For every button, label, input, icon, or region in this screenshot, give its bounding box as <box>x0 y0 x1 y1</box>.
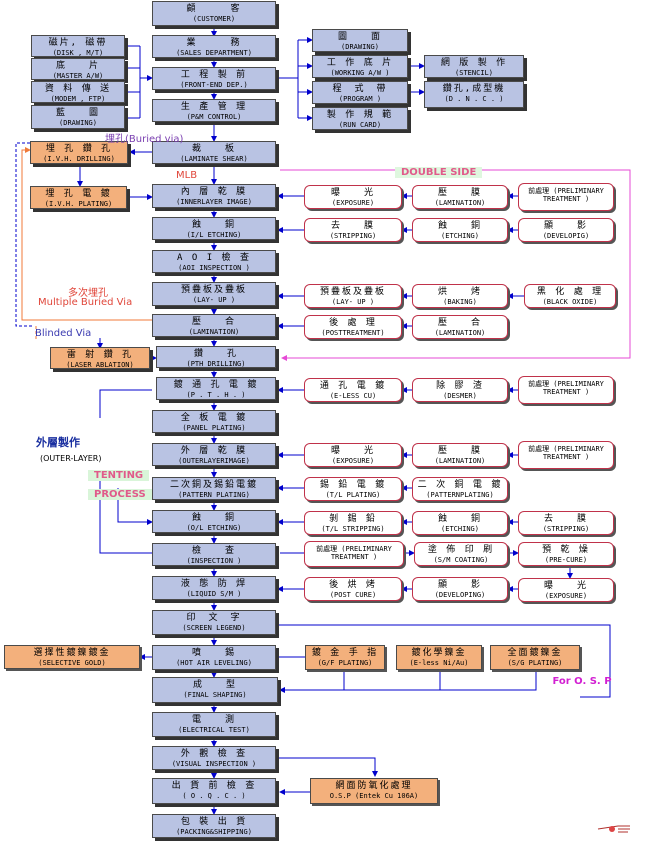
step-il-etching: 蝕 銅(I/L ETCHING) <box>152 217 276 240</box>
step-ol-etching: 蝕 銅(O/L ETCHING) <box>152 510 276 533</box>
output-run-card: 製 作 規 範(RUN CARD) <box>312 107 408 130</box>
step-laminate-shear: 裁 板(LAMINATE SHEAR) <box>152 141 276 164</box>
output-program: 程 式 帶(PROGRAM ) <box>312 81 408 104</box>
step-packing-shipping: 包 裝 出 貨(PACKING&SHIPPING) <box>152 814 276 838</box>
side-lamination-press: 壓 合(LAMINATION) <box>412 315 508 339</box>
step-pattern-plating: 二次銅及錫鉛電鍍(PATTERN PLATING) <box>152 477 276 500</box>
ivh-plating: 埋 孔 電 鍍(I.V.H. PLATING) <box>30 186 127 209</box>
side-ol-lamination: 壓 膜(LAMINATION) <box>412 443 508 467</box>
side-lay-up: 預疊板及疊板(LAY- UP ) <box>304 284 402 308</box>
output-working-aw: 工 作 底 片(WORKING A/W ) <box>312 55 408 78</box>
step-oqc: 出 貨 前 檢 查( O . Q . C . ) <box>152 778 276 804</box>
step-screen-legend: 印 文 字(SCREEN LEGEND) <box>152 610 276 635</box>
tenting-label: TENTING <box>88 470 150 481</box>
side-il-stripping: 去 膜(STRIPPING) <box>304 218 402 242</box>
buried-via-label: 埋孔(Buried via) <box>105 134 184 145</box>
step-outerlayer-image: 外 層 乾 膜(OUTERLAYERIMAGE) <box>152 443 276 466</box>
step-sales: 業 務(SALES DEPARTMENT) <box>152 35 276 58</box>
side-sm-exposure: 曝 光(EXPOSURE) <box>518 578 614 602</box>
step-pm-control: 生 產 管 理(P&M CONTROL) <box>152 99 276 122</box>
sg-plating: 全面鍍鎳金(S/G PLATING) <box>490 645 580 670</box>
step-visual-inspection: 外 觀 檢 查(VISUAL INSPECTION ) <box>152 746 276 770</box>
step-front-end: 工 程 製 前(FRONT-END DEP.) <box>152 67 276 90</box>
step-final-shaping: 成 型(FINAL SHAPING) <box>152 677 278 703</box>
output-stencil: 網 版 製 作(STENCIL) <box>424 55 524 78</box>
step-panel-plating: 全 板 電 鍍(PANEL PLATING) <box>152 410 276 433</box>
step-innerlayer-image: 內 層 乾 膜(INNERLAYER IMAGE) <box>152 184 276 208</box>
side-il-exposure: 曝 光(EXPOSURE) <box>304 185 402 209</box>
input-modem-ftp: 資 料 傳 送(MODEM , FTP) <box>31 81 125 103</box>
input-master-aw: 底 片(MASTER A/W) <box>31 58 125 80</box>
double-side-label: DOUBLE SIDE <box>395 167 483 178</box>
side-tl-plating: 錫 鉛 電 鍍(T/L PLATING) <box>304 477 402 501</box>
side-il-etching: 蝕 銅(ETCHING) <box>412 218 508 242</box>
for-osp-label: For O. S. P <box>552 676 612 687</box>
step-electrical-test: 電 測(ELECTRICAL TEST) <box>152 712 276 737</box>
side-ol-etching: 蝕 銅(ETCHING) <box>412 511 508 535</box>
step-pth: 鍍 通 孔 電 鍍(P . T . H . ) <box>156 377 276 400</box>
multi-buried-en: Multiple Buried Via <box>38 297 133 308</box>
side-posttreatment: 後 處 理(POSTTREATMENT) <box>304 315 402 339</box>
side-post-cure: 後 烘 烤(POST CURE) <box>304 577 402 601</box>
side-baking: 烘 烤(BAKING) <box>412 284 508 308</box>
process-label: PROCESS <box>88 489 152 500</box>
side-black-oxide: 黑 化 處 理(BLACK OXIDE) <box>524 284 616 308</box>
side-desmear: 除 膠 渣(DESMER) <box>412 378 508 402</box>
step-customer: 顧 客(CUSTOMER) <box>152 1 276 26</box>
side-pre-cure: 預 乾 燥(PRE-CURE) <box>518 542 614 566</box>
step-pth-drilling: 鑽 孔(PTH DRILLING) <box>156 346 276 368</box>
step-hot-air-leveling: 噴 錫(HOT AIR LEVELING) <box>152 645 276 670</box>
step-lay-up: 預疊板及疊板(LAY- UP ) <box>152 282 276 306</box>
gf-plating: 鍍 金 手 指(G/F PLATING) <box>305 645 385 670</box>
input-disk-mt: 磁片, 磁帶(DISK , M/T) <box>31 35 125 57</box>
side-sm-coating: 塗 佈 印 刷(S/M COATING) <box>414 542 508 566</box>
side-il-developing: 顯 影(DEVELOPIG) <box>518 218 614 242</box>
laser-ablation: 雷 射 鑽 孔(LASER ABLATION) <box>50 347 150 369</box>
step-lamination: 壓 合(LAMINATION) <box>152 314 276 337</box>
step-aoi-inspection: A O I 檢 查(AOI INSPECTION ) <box>152 250 276 273</box>
eless-ni-au: 鍍化學鎳金(E-less Ni/Au) <box>396 645 482 670</box>
blinded-via-label: Blinded Via <box>35 328 92 339</box>
side-ol-exposure: 曝 光(EXPOSURE) <box>304 443 402 467</box>
outer-layer-en: (OUTER-LAYER) <box>40 454 102 463</box>
ivh-drilling: 埋 孔 鑽 孔(I.V.H. DRILLING) <box>30 141 128 164</box>
input-drawing: 藍 圖(DRAWING) <box>31 105 125 129</box>
side-il-lamination: 壓 膜(LAMINATION) <box>412 185 508 209</box>
outer-layer-zh: 外層製作 <box>36 436 80 449</box>
pointing-hand-icon <box>597 825 630 833</box>
step-liquid-sm: 液 態 防 焊(LIQUID S/M ) <box>152 576 276 600</box>
output-drawing: 圖 面(DRAWING) <box>312 29 408 52</box>
selective-gold: 選擇性鍍鎳鍍金(SELECTIVE GOLD) <box>4 645 140 669</box>
side-tl-stripping: 剝 錫 鉛(T/L STRIPPING) <box>304 511 402 535</box>
step-inspection: 檢 查(INSPECTION ) <box>152 543 276 566</box>
side-ol-stripping: 去 膜(STRIPPING) <box>518 511 614 535</box>
side-eless-cu: 通 孔 電 鍍(E-LESS CU) <box>304 378 402 402</box>
mlb-label: MLB <box>176 170 198 181</box>
multi-buried-zh: 多次埋孔 <box>68 288 108 299</box>
output-dnc: 鑽孔,成型機(D . N . C . ) <box>424 81 524 108</box>
side-pattern-plating: 二 次 銅 電 鍍(PATTERNPLATING) <box>412 477 508 501</box>
side-sm-developing: 顯 影(DEVELOPING) <box>412 577 508 601</box>
